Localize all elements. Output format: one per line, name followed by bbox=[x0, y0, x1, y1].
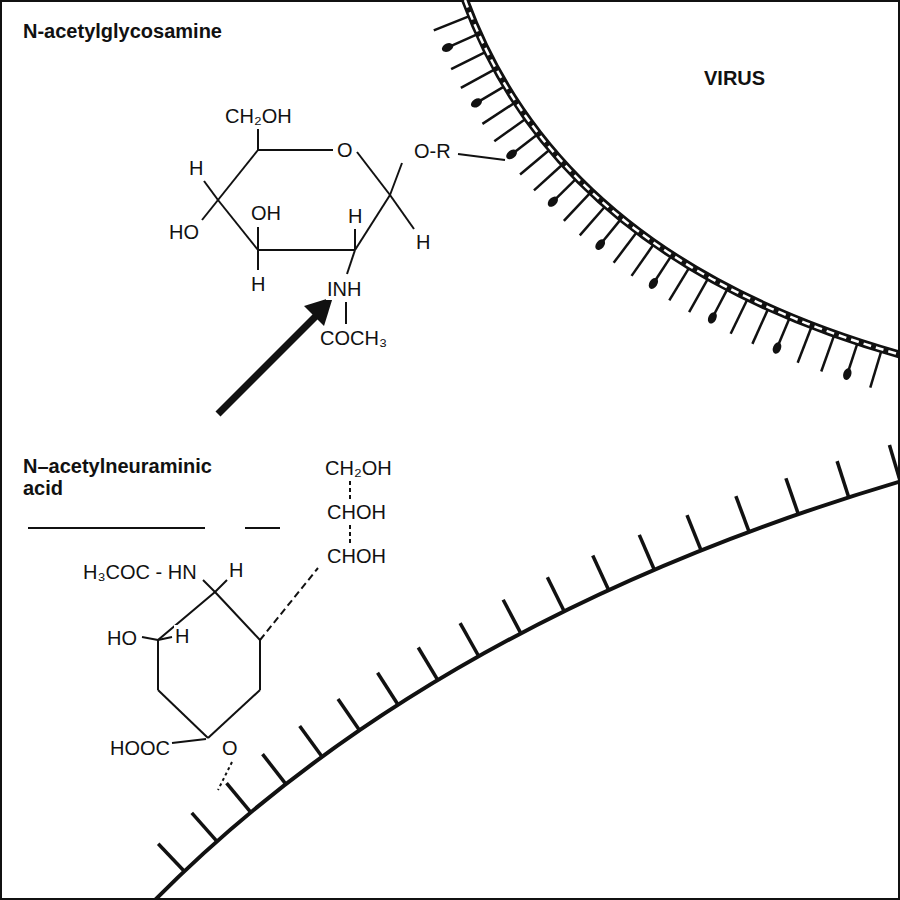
cell-receptor bbox=[263, 754, 286, 784]
cell-receptor bbox=[460, 623, 479, 656]
cell-receptor bbox=[736, 496, 749, 532]
group-label: O-R bbox=[413, 140, 452, 162]
cell-receptor bbox=[378, 673, 399, 705]
cell-receptor bbox=[300, 726, 322, 757]
group-label: CH₂OH bbox=[224, 105, 293, 127]
group-label: COCH₃ bbox=[319, 327, 388, 349]
group-label: INH bbox=[326, 278, 362, 300]
spike-knob bbox=[440, 41, 454, 53]
spike-knob bbox=[469, 96, 483, 109]
spike-knob bbox=[546, 195, 560, 209]
cell-receptor bbox=[837, 461, 849, 497]
virus-spike bbox=[494, 120, 524, 141]
group-label: HO bbox=[106, 627, 138, 649]
virus-spike bbox=[580, 207, 604, 235]
virus-spike bbox=[556, 180, 575, 199]
group-label: HO bbox=[168, 221, 200, 243]
group-label: CHOH bbox=[326, 545, 387, 567]
virus-spike bbox=[752, 310, 767, 344]
virus-spike bbox=[451, 35, 476, 46]
atom-label: H bbox=[415, 231, 431, 253]
virus-spike bbox=[480, 87, 503, 101]
spike-knob bbox=[593, 237, 607, 251]
atom-label: H bbox=[228, 559, 244, 581]
virus-spike bbox=[689, 280, 707, 312]
cell-receptors bbox=[158, 445, 900, 871]
cell-receptor bbox=[227, 783, 251, 812]
virus-spike bbox=[714, 290, 727, 314]
virus-spike bbox=[614, 233, 636, 263]
virus-spike bbox=[656, 257, 671, 280]
group-label: H₃COC - HN bbox=[82, 561, 198, 583]
virus-envelope-inner bbox=[465, 0, 900, 356]
virus-spike bbox=[520, 151, 548, 175]
virus-spike bbox=[451, 53, 484, 69]
virus-spike bbox=[870, 352, 881, 387]
group-label: CH₂OH bbox=[324, 457, 393, 479]
group-label: OH bbox=[250, 202, 282, 224]
title-underline bbox=[28, 527, 280, 529]
virus-spike bbox=[603, 221, 620, 242]
atom-label: H bbox=[188, 157, 204, 179]
virus-spike bbox=[669, 269, 688, 301]
spike-knob bbox=[706, 311, 719, 325]
cell-membrane bbox=[150, 480, 900, 900]
atom-label: O bbox=[221, 737, 239, 759]
virus-spike bbox=[515, 135, 536, 152]
cell-receptor bbox=[158, 844, 184, 872]
virus-spike bbox=[731, 300, 747, 333]
virus-spike bbox=[461, 70, 493, 88]
virus-spike bbox=[434, 17, 468, 31]
virus-spike bbox=[849, 345, 857, 371]
virus-label: VIRUS bbox=[703, 67, 766, 89]
cell-receptor bbox=[786, 478, 798, 514]
virus-spike bbox=[779, 319, 789, 344]
cell-receptor bbox=[639, 535, 654, 570]
virus-spike bbox=[564, 194, 589, 221]
group-label: HOOC bbox=[109, 737, 171, 759]
structure-title: N-acetylglycosamine bbox=[22, 20, 223, 42]
virus-spike bbox=[798, 328, 811, 363]
virus-spike bbox=[482, 104, 513, 124]
structure-title: N–acetylneuraminic acid bbox=[22, 455, 244, 499]
virus-spike bbox=[632, 246, 653, 276]
atom-label: O bbox=[336, 139, 354, 161]
virus-envelope bbox=[465, 0, 900, 356]
cell-receptor bbox=[547, 577, 564, 611]
spike-knob bbox=[647, 276, 660, 290]
atom-label: H bbox=[250, 273, 266, 295]
spike-knob bbox=[771, 341, 783, 355]
spike-knob bbox=[504, 148, 518, 162]
cell-receptor bbox=[503, 600, 521, 634]
atom-label: H bbox=[347, 205, 363, 227]
cell-receptor bbox=[192, 813, 217, 841]
atom-label: H bbox=[174, 625, 190, 647]
arrow bbox=[218, 297, 333, 414]
cell-receptor bbox=[889, 445, 900, 481]
spike-knob bbox=[842, 367, 853, 381]
group-label: CHOH bbox=[326, 501, 387, 523]
virus-spike bbox=[821, 337, 833, 372]
cell-receptor bbox=[687, 515, 701, 550]
cell-receptor bbox=[418, 647, 438, 680]
virus-spike bbox=[534, 166, 561, 191]
cell-receptor bbox=[338, 699, 359, 730]
glcnac-structure bbox=[202, 129, 505, 324]
cell-receptor bbox=[593, 556, 609, 591]
